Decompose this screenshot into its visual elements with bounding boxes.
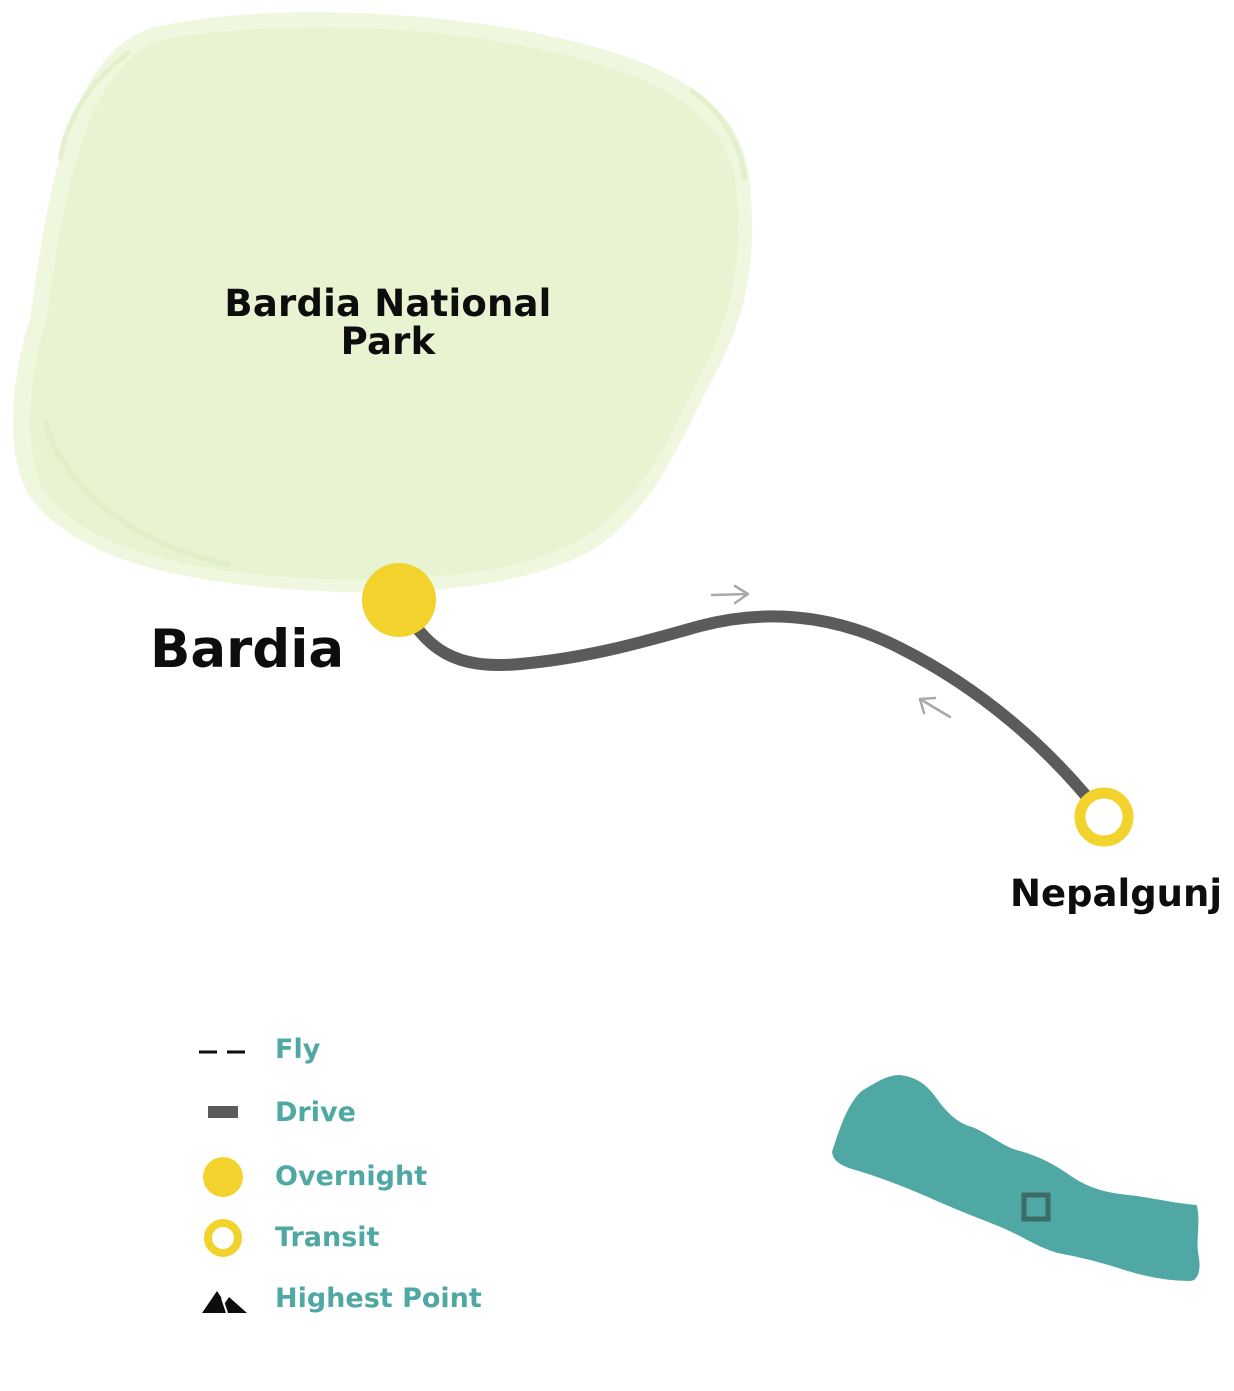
legend-item-transit: Transit bbox=[195, 1218, 555, 1258]
park-region bbox=[12, 12, 753, 593]
legend-label-overnight: Overnight bbox=[275, 1161, 428, 1192]
park-label: Bardia National Park bbox=[218, 285, 558, 361]
park-label-line1: Bardia National bbox=[224, 282, 552, 325]
transit-marker-nepalgunj[interactable] bbox=[1074, 787, 1134, 847]
legend-label-fly: Fly bbox=[275, 1034, 321, 1065]
legend-label-drive: Drive bbox=[275, 1097, 356, 1128]
legend-item-fly: Fly bbox=[195, 1030, 555, 1070]
mountain-icon bbox=[202, 1291, 247, 1314]
stop-label-nepalgunj: Nepalgunj bbox=[1010, 872, 1223, 915]
legend-item-drive: Drive bbox=[195, 1093, 555, 1133]
filled-circle-icon bbox=[203, 1157, 243, 1197]
dashed-line-icon bbox=[199, 1050, 245, 1054]
legend-item-highest-point: Highest Point bbox=[195, 1279, 555, 1319]
direction-arrow-left-icon bbox=[918, 696, 952, 719]
stop-label-bardia: Bardia bbox=[150, 619, 345, 680]
overnight-marker-bardia[interactable] bbox=[362, 563, 436, 637]
ring-icon bbox=[204, 1219, 242, 1257]
solid-bar-icon bbox=[208, 1106, 238, 1118]
legend-label-highest-point: Highest Point bbox=[275, 1283, 482, 1314]
legend-label-transit: Transit bbox=[275, 1222, 380, 1253]
nepal-outline-icon bbox=[832, 1075, 1200, 1281]
drive-route bbox=[394, 594, 1110, 824]
square-marker-icon bbox=[1021, 1192, 1051, 1222]
park-label-line2: Park bbox=[340, 320, 436, 363]
direction-arrow-right-icon bbox=[710, 584, 750, 605]
legend-item-overnight: Overnight bbox=[195, 1157, 555, 1197]
